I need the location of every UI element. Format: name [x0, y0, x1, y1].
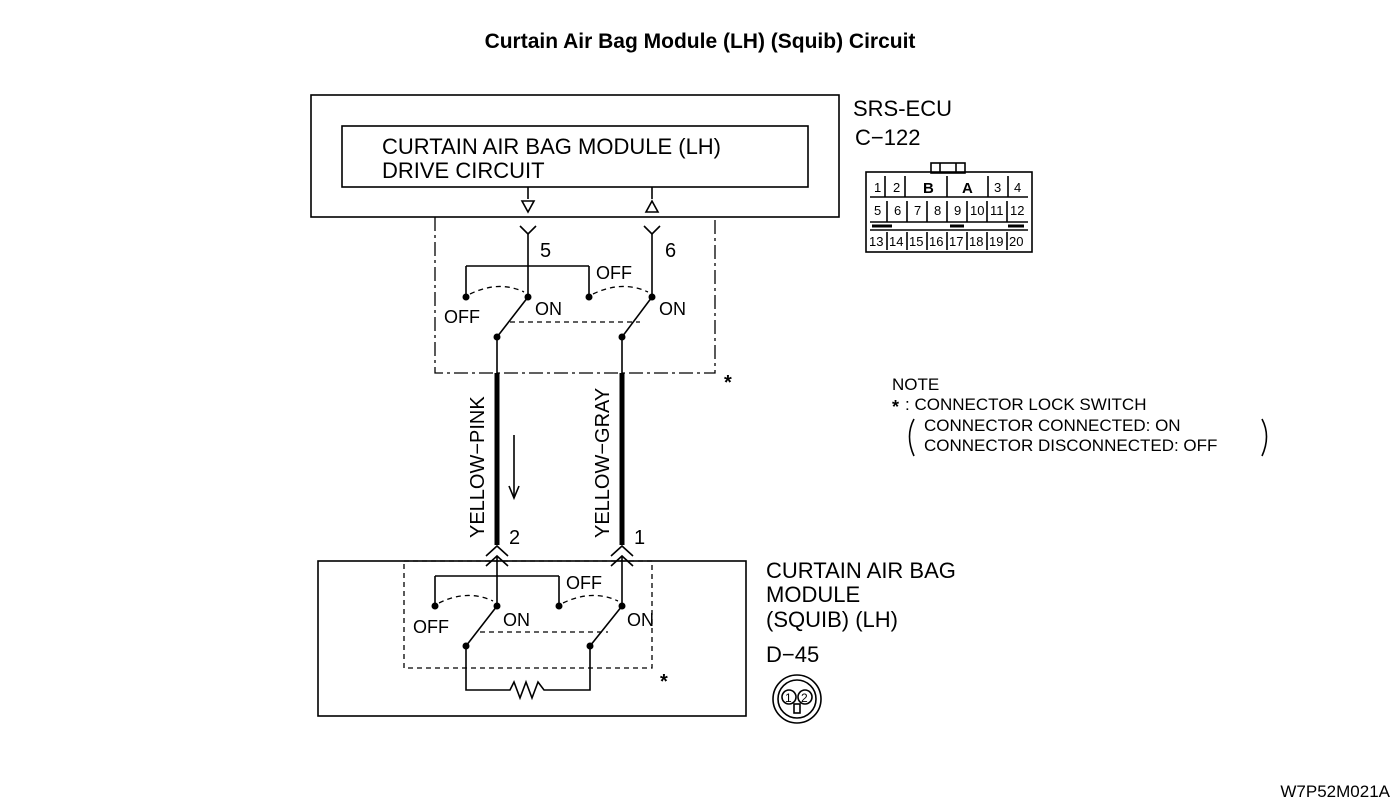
c122-pin: 20	[1009, 234, 1023, 249]
squib-resistor-icon	[465, 646, 591, 701]
ecu-switch-boundary	[434, 217, 716, 374]
switch-off-label: OFF	[596, 263, 632, 283]
module-name-line1: CURTAIN AIR BAG	[766, 558, 956, 583]
c122-pin: 8	[934, 203, 941, 218]
drive-circuit-box	[341, 125, 809, 188]
module-outer-box	[317, 560, 747, 717]
lock-switch-star: *	[660, 671, 668, 693]
terminal-6-fork-icon	[643, 225, 661, 236]
d45-pin: 2	[801, 691, 808, 705]
c122-pin: 3	[994, 180, 1001, 195]
ecu-lock-switch: * 5 OFF ON OFF 6 ON	[434, 217, 732, 394]
input-triangle-icon	[644, 199, 660, 213]
module-name-line3: (SQUIB) (LH)	[766, 607, 898, 632]
wire-right-color-label: YELLOW−GRAY	[592, 388, 614, 538]
note-line3: CONNECTOR DISCONNECTED: OFF	[924, 436, 1217, 455]
harness-wires: YELLOW−PINK YELLOW−GRAY	[467, 373, 625, 545]
c122-pin: 9	[954, 203, 961, 218]
terminal-1-icon	[610, 544, 634, 557]
d45-pin: 1	[785, 691, 792, 705]
connector-latch-icon	[930, 162, 966, 174]
c122-pin: 10	[970, 203, 984, 218]
ecu-connector-id: C−122	[855, 125, 920, 150]
ecu-pin-5: 5	[540, 240, 551, 262]
c122-pin: 13	[869, 234, 883, 249]
module-connector-id: D−45	[766, 642, 819, 667]
terminal-5-fork-icon	[519, 225, 537, 236]
c122-pin: 7	[914, 203, 921, 218]
c122-pin: 4	[1014, 180, 1021, 195]
c122-pin: 12	[1010, 203, 1024, 218]
note-star: *	[892, 397, 899, 417]
c122-pin: 11	[990, 203, 1004, 218]
c122-pin: 1	[874, 180, 881, 195]
switch-on-label: ON	[503, 610, 530, 630]
c122-pin: 16	[929, 234, 943, 249]
note-open-paren	[908, 418, 915, 457]
ecu-name: SRS-ECU	[853, 96, 952, 121]
note-heading: NOTE	[892, 375, 939, 394]
d45-connector-face: 1 2	[772, 674, 822, 724]
drive-circuit-label-line2: DRIVE CIRCUIT	[382, 158, 545, 183]
connector-face-outline	[865, 171, 1033, 253]
switch-on-label: ON	[535, 299, 562, 319]
ecu-pin-6: 6	[665, 240, 676, 262]
wire-left-color-label: YELLOW−PINK	[467, 396, 489, 538]
c122-pin: 14	[889, 234, 903, 249]
switch-off-label: OFF	[444, 307, 480, 327]
switch-off-label: OFF	[413, 617, 449, 637]
c122-pin: 6	[894, 203, 901, 218]
note-line2: CONNECTOR CONNECTED: ON	[924, 416, 1181, 435]
note-close-paren	[1261, 418, 1268, 457]
ecu-outer-box	[310, 94, 840, 218]
terminal-2-icon	[485, 544, 509, 557]
c122-pin: 19	[989, 234, 1003, 249]
diagram-title: Curtain Air Bag Module (LH) (Squib) Circ…	[485, 30, 916, 53]
srs-ecu-block: CURTAIN AIR BAG MODULE (LH) DRIVE CIRCUI…	[310, 94, 952, 218]
switch-on-label: ON	[659, 299, 686, 319]
airbag-module-block: * 2 1 OFF ON OFF ON CURTAIN AIR BAG MODU…	[317, 527, 956, 724]
drive-circuit-label-line1: CURTAIN AIR BAG MODULE (LH)	[382, 134, 721, 159]
c122-pin: 18	[969, 234, 983, 249]
figure-code: W7P52M021A	[1280, 782, 1390, 801]
switch-on-label: ON	[627, 610, 654, 630]
c122-pin: 2	[893, 180, 900, 195]
c122-pin: B	[923, 180, 934, 197]
module-name-line2: MODULE	[766, 582, 860, 607]
note-line1: : CONNECTOR LOCK SWITCH	[905, 395, 1146, 414]
c122-pin: 17	[949, 234, 963, 249]
module-pin-1: 1	[634, 527, 645, 549]
c122-pin: 5	[874, 203, 881, 218]
module-pin-2: 2	[509, 527, 520, 549]
lock-switch-star: *	[724, 372, 732, 394]
c122-pin: A	[962, 180, 973, 197]
c122-pin: 15	[909, 234, 923, 249]
c122-connector-face: 1 2 B A 3 4 5 6 7 8 9 10 11 12 13 14 15 …	[865, 162, 1033, 253]
module-switch-boundary	[403, 560, 653, 669]
note-block: NOTE * : CONNECTOR LOCK SWITCH CONNECTOR…	[892, 375, 1268, 457]
switch-off-label: OFF	[566, 573, 602, 593]
output-triangle-icon	[520, 200, 536, 214]
